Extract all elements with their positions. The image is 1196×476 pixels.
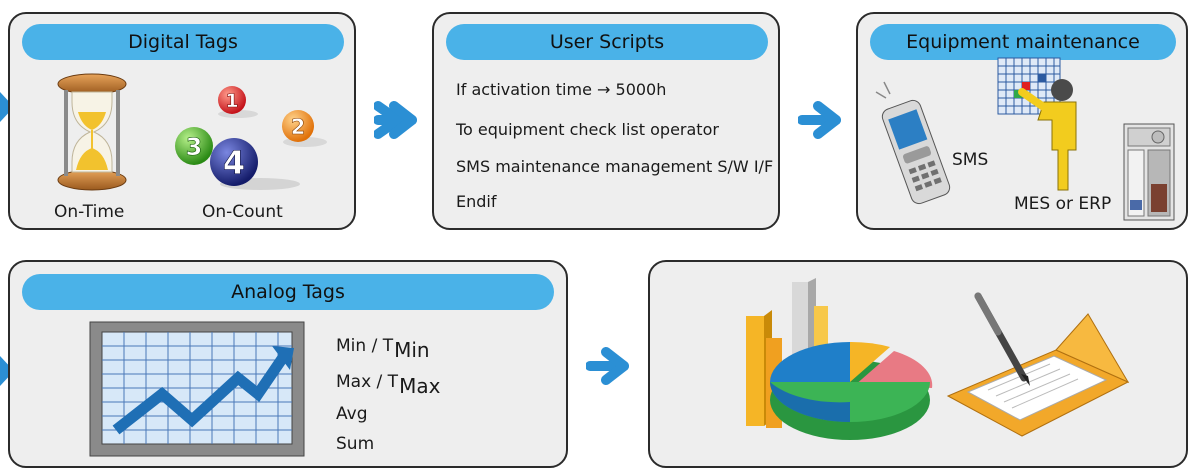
ball-2-label: 2 [291,115,306,139]
analog-tags-title: Analog Tags [22,274,554,310]
flow-arrow-1 [374,101,417,139]
trend-chart-icon [89,321,305,457]
script-line-2: To equipment check list operator [456,120,719,139]
ball-1-label: 1 [225,90,238,112]
sms-label: SMS [952,150,989,170]
numbered-balls-icon: 1 2 3 4 [175,86,327,190]
max-subscript: Max [399,374,441,398]
equipment-maintenance-title: Equipment maintenance [870,24,1176,60]
digital-tags-title: Digital Tags [22,24,344,60]
mes-erp-label: MES or ERP [1014,194,1112,214]
script-line-1-suffix: 5000h [615,80,667,99]
flow-arrow-2 [798,101,841,139]
equipment-maintenance-panel: Equipment maintenance SMS MES or ERP [856,12,1188,230]
ball-4-label: 4 [223,144,245,182]
on-count-label: On-Count [202,202,283,222]
clipboard-pen-icon [946,292,1130,437]
user-scripts-title: User Scripts [446,24,768,60]
left-edge-arrow-bottom [0,356,14,386]
analog-tags-panel: Analog Tags Min / TMin Max / TMax Avg Su… [8,260,568,468]
script-line-1-prefix: If activation time [456,80,592,99]
min-label: Min / TMin [336,332,430,362]
ball-3-label: 3 [186,133,203,161]
script-line-1-arrow: → [597,80,611,99]
reports-panel [648,260,1188,468]
bar-pie-chart-icon [746,278,933,440]
avg-label: Avg [336,404,368,424]
hourglass-icon [57,73,127,191]
sum-label: Sum [336,434,375,454]
min-subscript: Min [394,338,430,362]
server-cabinet-icon [1123,123,1175,221]
mobile-phone-icon [875,81,951,205]
digital-tags-panel: Digital Tags 1 2 3 4 On-Time [8,12,356,230]
flow-arrow-3 [586,347,629,385]
max-label: Max / TMax [336,368,440,398]
user-scripts-panel: User Scripts If activation time → 5000h … [432,12,780,230]
operator-board-icon [997,57,1077,191]
script-line-3: SMS maintenance management S/W I/F [456,157,774,176]
left-edge-arrow-top [0,92,14,122]
script-line-4: Endif [456,192,497,211]
script-line-1: If activation time → 5000h [456,80,666,99]
max-label-text: Max / T [336,372,399,392]
min-label-text: Min / T [336,336,394,356]
on-time-label: On-Time [54,202,125,222]
